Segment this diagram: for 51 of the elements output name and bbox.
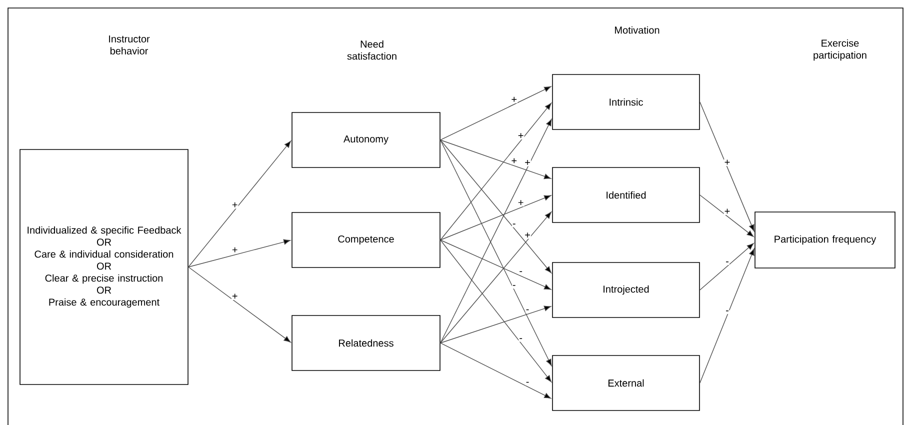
edge-label: + bbox=[724, 159, 731, 166]
edge-label: - bbox=[512, 284, 516, 289]
box: Individualized & specific Feedback OR Care & individual consideration OR Clear & precise instruction OR Praise & encouragement bbox=[20, 149, 188, 385]
arrow bbox=[440, 140, 552, 180]
edge-label: + bbox=[524, 160, 531, 166]
edge-label: + bbox=[524, 232, 531, 239]
box: Relatedness bbox=[292, 315, 440, 371]
arrow bbox=[188, 140, 292, 268]
arrow bbox=[700, 102, 754, 232]
arrow bbox=[700, 248, 754, 384]
edge-label: - bbox=[512, 223, 516, 228]
box: External bbox=[552, 355, 700, 411]
arrow bbox=[700, 194, 754, 237]
column-heading: Motivation bbox=[615, 26, 660, 34]
box: Identified bbox=[552, 167, 700, 223]
edge-label: + bbox=[231, 202, 238, 209]
edge-label: + bbox=[510, 96, 518, 104]
edge-label: + bbox=[724, 208, 731, 216]
edge-label: + bbox=[231, 246, 238, 254]
edge-label: - bbox=[525, 308, 530, 313]
arrow bbox=[188, 266, 291, 342]
arrow bbox=[440, 240, 552, 290]
arrow bbox=[188, 239, 291, 268]
edge-label: + bbox=[517, 200, 524, 206]
edge-label: - bbox=[525, 381, 530, 386]
arrow bbox=[440, 118, 552, 344]
edge-label: - bbox=[518, 270, 523, 275]
edge-label: - bbox=[725, 310, 730, 314]
box: Introjected bbox=[552, 262, 700, 318]
column-heading: Instructor behavior bbox=[109, 36, 150, 54]
box: Autonomy bbox=[292, 112, 440, 168]
box: Competence bbox=[292, 212, 440, 268]
column-heading: Need satisfaction bbox=[347, 40, 396, 60]
arrow bbox=[700, 243, 754, 290]
column-heading: Exercise participation bbox=[814, 39, 866, 61]
edge-label: - bbox=[725, 261, 730, 266]
arrow bbox=[440, 240, 552, 382]
arrow bbox=[440, 140, 552, 274]
edge-label: + bbox=[231, 293, 238, 300]
edge-label: + bbox=[517, 132, 524, 140]
arrow bbox=[440, 195, 552, 240]
arrow bbox=[440, 140, 552, 366]
box: Participation frequency bbox=[754, 212, 896, 268]
arrow bbox=[440, 102, 552, 240]
edge-label: + bbox=[510, 158, 518, 165]
edge-label: - bbox=[518, 338, 523, 342]
arrow bbox=[440, 342, 552, 399]
arrow bbox=[440, 212, 552, 344]
arrow bbox=[440, 86, 552, 140]
box: Intrinsic bbox=[552, 74, 700, 130]
arrow bbox=[440, 306, 552, 344]
